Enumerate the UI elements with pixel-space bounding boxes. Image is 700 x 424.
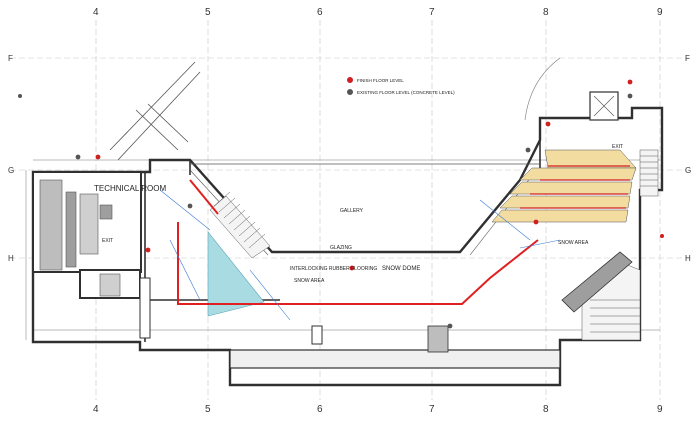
- blue-indicators: [159, 189, 561, 321]
- grid-col-7: 7: [429, 7, 435, 18]
- grid-row-g: G: [8, 166, 14, 175]
- grid-col-6-bottom: 6: [317, 404, 323, 415]
- glass-triangle: [207, 231, 265, 317]
- equipment-block-1: [39, 179, 63, 271]
- upper-right-arc: [524, 57, 561, 121]
- glazing-label: GLAZING: [330, 245, 352, 251]
- legend-finish-floor-level: FINISH FLOOR LEVEL: [357, 78, 404, 83]
- bottom-column-block: [427, 325, 449, 353]
- grid-col-5-bottom: 5: [205, 404, 211, 415]
- upper-left-structure: [109, 61, 201, 161]
- equipment-block-2: [65, 191, 77, 268]
- right-staircase-top: [639, 149, 659, 197]
- grid-col-4: 4: [93, 7, 99, 18]
- grid-col-6: 6: [317, 7, 323, 18]
- gallery-label: GALLERY: [340, 208, 364, 214]
- legend-existing-floor-level: EXISTING FLOOR LEVEL (CONCRETE LEVEL): [357, 90, 455, 95]
- grid-col-4-bottom: 4: [93, 404, 99, 415]
- ramp-wall: [561, 251, 633, 313]
- exit-label-right: EXIT: [612, 144, 623, 150]
- grid-col-9: 9: [657, 7, 663, 18]
- technical-room-label: TECHNICAL ROOM: [94, 184, 166, 193]
- bottom-corridor: [229, 349, 561, 369]
- snow-area-label: SNOW AREA: [294, 278, 325, 284]
- level-markers: [18, 77, 664, 329]
- seating-red-rails: [520, 165, 630, 209]
- snow-dome-label: SNOW DOME: [382, 266, 420, 272]
- equipment-block-3: [79, 193, 99, 255]
- entrance-door-swing-2: [593, 95, 615, 117]
- interlocking-rubber-label: INTERLOCKING RUBBER FLOORING: [290, 266, 377, 272]
- red-route: [177, 179, 539, 305]
- grid-col-5: 5: [205, 7, 211, 18]
- grid-row-f: F: [8, 54, 13, 63]
- grid-col-8-bottom: 8: [543, 404, 549, 415]
- bottom-pillar: [311, 325, 323, 345]
- tiered-seating: [491, 149, 637, 223]
- inner-walls: [144, 118, 541, 342]
- grid-row-h: H: [8, 254, 14, 263]
- snow-area-label-right: SNOW AREA: [558, 240, 589, 246]
- grid-col-8: 8: [543, 7, 549, 18]
- service-block: [99, 273, 121, 297]
- grid-col-9-bottom: 9: [657, 404, 663, 415]
- left-staircase: [209, 191, 271, 259]
- grid-row-g-right: G: [685, 166, 691, 175]
- left-pillar: [139, 277, 151, 339]
- equipment-block-4: [99, 204, 113, 220]
- exit-label-left: EXIT: [102, 238, 113, 244]
- grid-row-h-right: H: [685, 254, 691, 263]
- grid-row-f-right: F: [685, 54, 690, 63]
- grid-col-7-bottom: 7: [429, 404, 435, 415]
